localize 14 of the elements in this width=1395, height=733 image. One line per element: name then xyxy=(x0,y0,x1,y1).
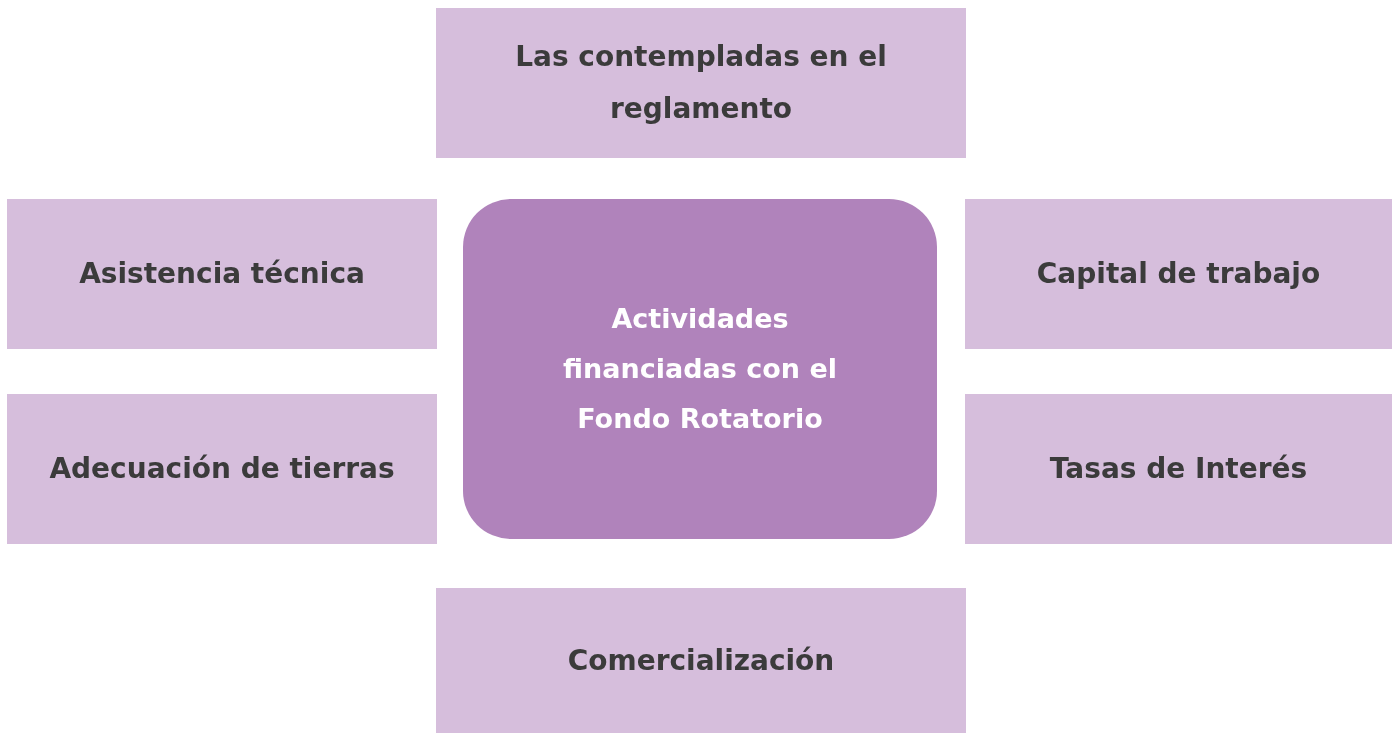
activity-box xyxy=(436,8,966,158)
activity-box xyxy=(965,199,1392,349)
activity-label: Tasas de Interés xyxy=(1049,451,1308,488)
central-rounded-box xyxy=(463,199,937,539)
activity-box xyxy=(7,199,437,349)
activity-label: Adecuación de tierras xyxy=(49,451,395,488)
activity-label: Capital de trabajo xyxy=(1036,256,1321,293)
activity-box xyxy=(436,588,966,733)
activity-label: Asistencia técnica xyxy=(79,256,365,293)
activity-box xyxy=(7,394,437,544)
central-title: Actividades financiadas con el Fondo Rotatorio xyxy=(562,302,838,436)
activity-box xyxy=(965,394,1392,544)
activity-label: Las contempladas en el reglamento xyxy=(514,39,888,127)
activity-label: Comercialización xyxy=(567,642,835,679)
